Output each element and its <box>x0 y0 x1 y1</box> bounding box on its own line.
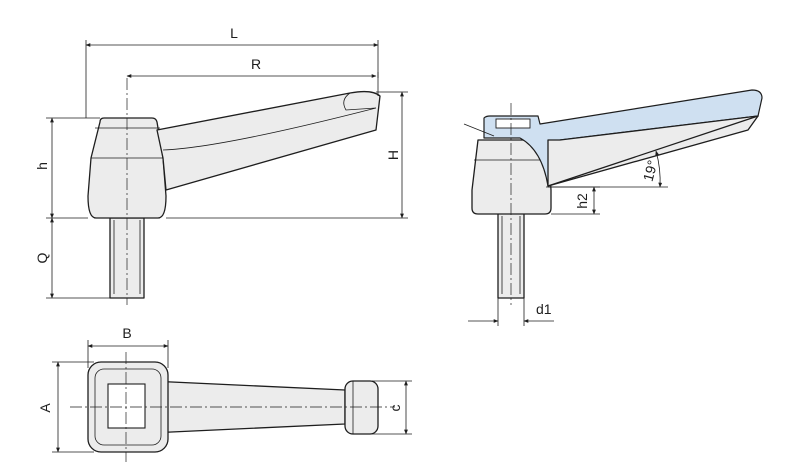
dimension-label-L: L <box>230 25 238 41</box>
dimension-label-c: c <box>387 405 403 412</box>
dimension-label-angle: 19° <box>640 158 661 183</box>
front-view <box>87 78 381 305</box>
top-dimensions <box>52 340 412 453</box>
dimension-label-R: R <box>251 56 261 72</box>
dimension-label-h: h <box>34 162 50 170</box>
section-cavity <box>495 118 531 129</box>
dimension-label-H: H <box>385 150 401 160</box>
section-hub <box>471 139 552 215</box>
top-view <box>70 352 395 462</box>
dimension-label-d1: d1 <box>536 301 552 317</box>
top-bore <box>107 383 146 429</box>
front-arm <box>156 90 381 191</box>
top-tip <box>344 380 379 435</box>
dimension-label-Q: Q <box>34 252 50 263</box>
dimension-label-h2: h2 <box>574 193 590 209</box>
section-view <box>463 89 763 305</box>
section-dimensions <box>468 150 668 326</box>
dimension-label-A: A <box>37 403 53 413</box>
dimension-label-B: B <box>122 325 131 341</box>
front-dimensions <box>46 40 408 299</box>
